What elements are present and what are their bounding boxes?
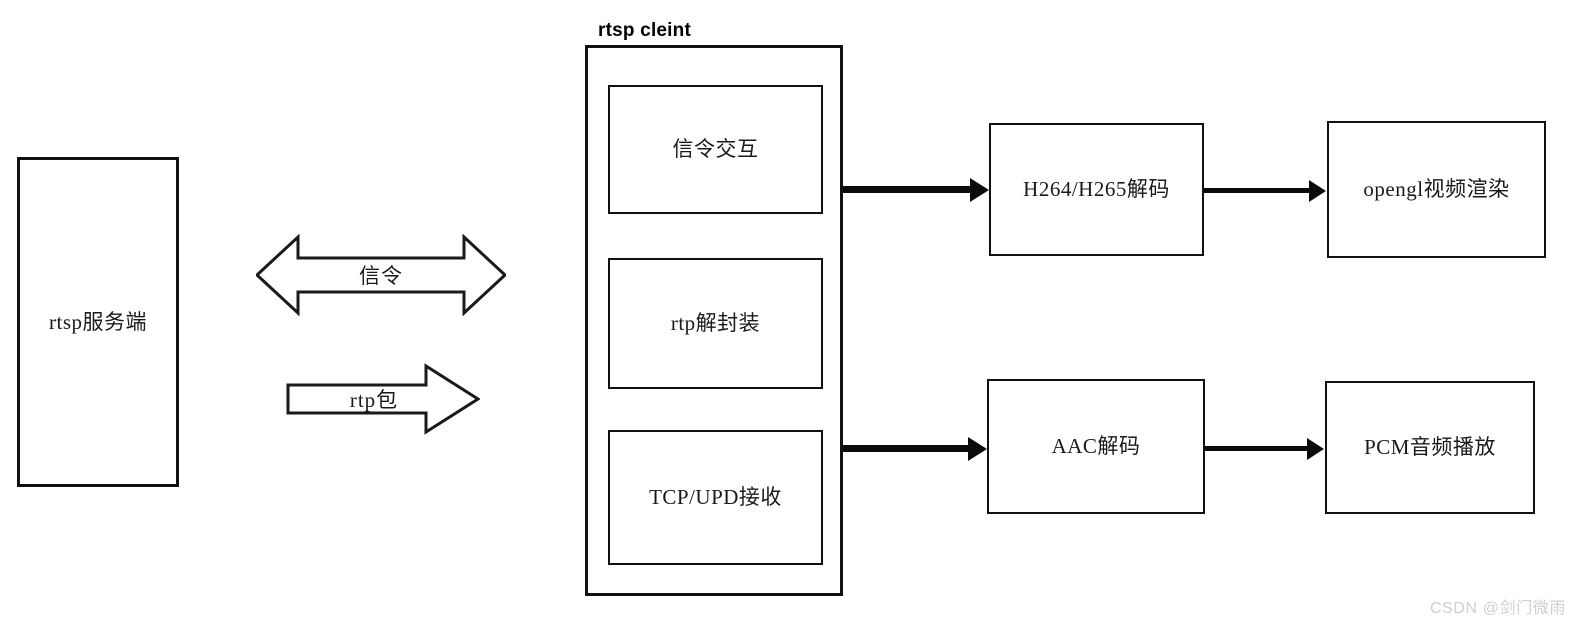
client-module-signal-exchange: 信令交互: [608, 85, 823, 214]
audio-decode-box: AAC解码: [987, 379, 1205, 514]
connector-audio-decode-to-render: [1205, 437, 1324, 460]
arrowhead-icon: [970, 177, 989, 202]
video-decode-box: H264/H265解码: [989, 123, 1204, 256]
connector-video-decode-to-render: [1204, 179, 1326, 202]
audio-render-label: PCM音频播放: [1364, 435, 1496, 459]
rtsp-client-title: rtsp cleint: [598, 20, 691, 41]
audio-render-box: PCM音频播放: [1325, 381, 1535, 514]
rtp-packet-block-arrow: rtp包: [286, 363, 480, 435]
rtsp-server-box: rtsp服务端: [17, 157, 179, 487]
client-module-transport-receive: TCP/UPD接收: [608, 430, 823, 565]
rtsp-server-label: rtsp服务端: [49, 309, 147, 334]
arrowhead-icon: [968, 436, 987, 461]
client-module-label: 信令交互: [672, 137, 759, 161]
video-render-label: opengl视频渲染: [1363, 177, 1510, 201]
video-render-box: opengl视频渲染: [1327, 121, 1546, 258]
connector-client-to-audio-decode: [843, 436, 987, 461]
client-module-label: TCP/UPD接收: [649, 485, 782, 509]
video-decode-label: H264/H265解码: [1023, 177, 1170, 201]
csdn-watermark: CSDN @剑门微雨: [1429, 600, 1566, 617]
audio-decode-label: AAC解码: [1051, 434, 1141, 458]
client-module-label: rtp解封装: [670, 311, 761, 335]
arrowhead-icon: [1307, 437, 1324, 460]
signaling-block-arrow: 信令: [256, 234, 506, 316]
client-module-rtp-depacketize: rtp解封装: [608, 258, 823, 389]
arrowhead-icon: [1309, 179, 1326, 202]
connector-client-to-video-decode: [843, 177, 989, 202]
